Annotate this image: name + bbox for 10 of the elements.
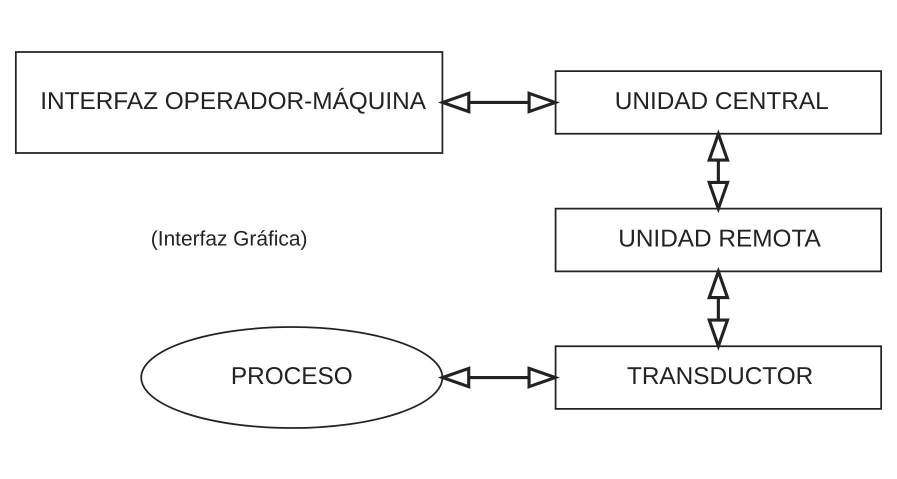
node-box: INTERFAZ OPERADOR-MÁQUINA: [14, 50, 444, 154]
node-box: UNIDAD REMOTA: [554, 207, 882, 272]
arrow: [707, 128, 730, 213]
node-label: (Interfaz Gráfica): [150, 226, 308, 250]
node-box: TRANSDUCTOR: [554, 344, 882, 410]
node-box: UNIDAD CENTRAL: [554, 70, 882, 134]
node-ellipse: PROCESO: [140, 326, 444, 428]
arrow: [438, 366, 560, 388]
arrow: [707, 266, 730, 350]
arrow: [438, 90, 560, 114]
